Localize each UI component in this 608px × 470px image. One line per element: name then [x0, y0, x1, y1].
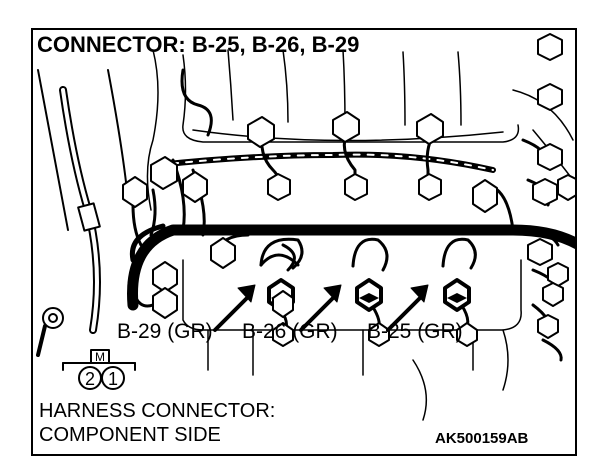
connector-symbol: M 2 1 [62, 349, 136, 390]
left-hose [37, 69, 129, 334]
engine-outline [146, 49, 574, 421]
symbol-pin-1: 1 [108, 369, 118, 389]
pointer-arrows [213, 284, 429, 332]
connector-label-b26: B-26 (GR) [242, 320, 338, 343]
main-harness [127, 223, 575, 311]
diagram-title: CONNECTOR: B-25, B-26, B-29 [37, 32, 360, 57]
symbol-pin-2: 2 [85, 369, 95, 389]
diagram-frame: M 2 1 CONNECTOR: B-25, B-26, B-29 B-29 (… [31, 28, 577, 456]
connector-housings [122, 33, 575, 347]
ground-terminal [36, 307, 64, 357]
symbol-letter: M [95, 350, 105, 364]
connector-label-b29: B-29 (GR) [117, 320, 213, 343]
engine-harness-drawing: M 2 1 [36, 33, 575, 421]
upper-harness [155, 151, 496, 173]
figure-code: AK500159AB [435, 430, 529, 447]
connector-label-b25: B-25 (GR) [367, 320, 463, 343]
footer-line-2: COMPONENT SIDE [39, 424, 221, 446]
footer-line-1: HARNESS CONNECTOR: [39, 400, 276, 422]
